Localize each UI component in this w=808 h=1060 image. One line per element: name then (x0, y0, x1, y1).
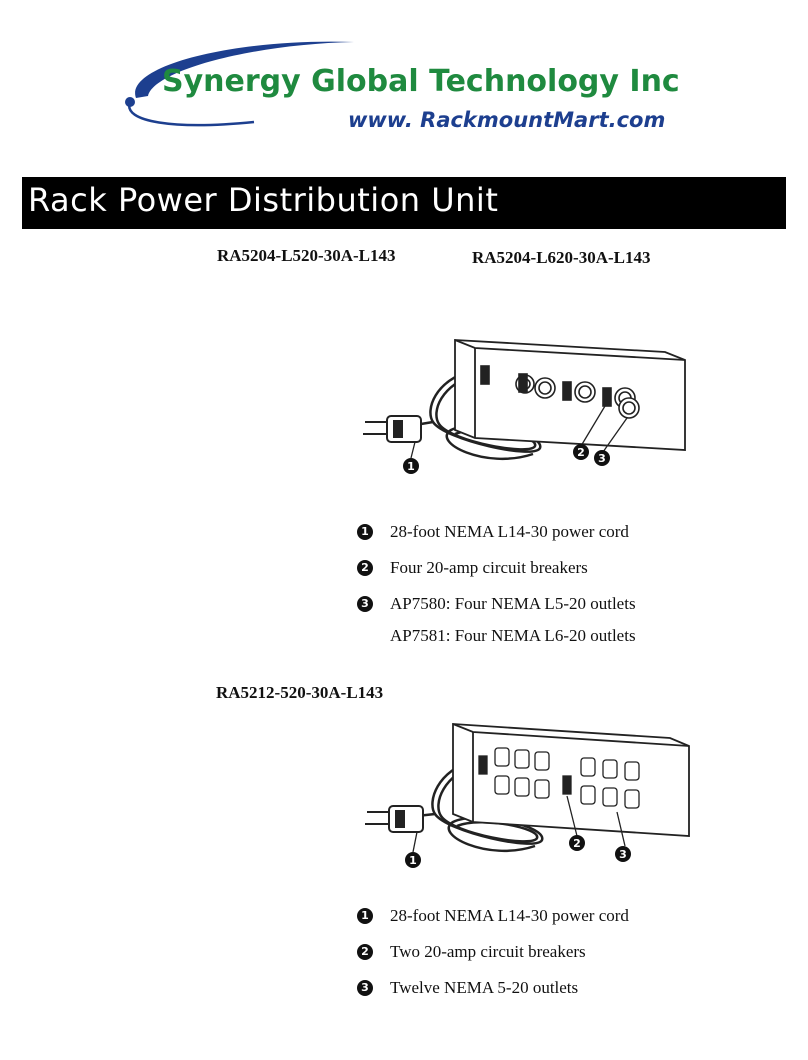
title-bar: Rack Power Distribution Unit (22, 177, 786, 229)
callout-2: 2 (569, 835, 585, 851)
list-item: 3 AP7580: Four NEMA L5-20 outlets (357, 594, 636, 614)
svg-text:3: 3 (598, 452, 606, 465)
feature-text: Four 20-amp circuit breakers (390, 558, 588, 577)
company-logo: Synergy Global Technology Inc www. Rackm… (114, 30, 692, 148)
callout-3: 3 (594, 450, 610, 466)
number-badge: 2 (357, 560, 373, 576)
model-number-1: RA5204-L520-30A-L143 (217, 246, 396, 265)
list-item: 1 28-foot NEMA L14-30 power cord (357, 906, 629, 926)
callout-1: 1 (403, 458, 419, 474)
number-badge: 3 (357, 980, 373, 996)
feature-list-2: 1 28-foot NEMA L14-30 power cord 2 Two 2… (357, 906, 629, 998)
svg-text:1: 1 (409, 854, 417, 867)
number-badge: 3 (357, 596, 373, 612)
company-website: www. RackmountMart.com (348, 108, 666, 132)
list-item: 1 28-foot NEMA L14-30 power cord (357, 522, 636, 542)
svg-text:2: 2 (573, 837, 581, 850)
page-title: Rack Power Distribution Unit (28, 181, 499, 219)
feature-text: AP7580: Four NEMA L5-20 outlets (390, 594, 636, 613)
company-name: Synergy Global Technology Inc (162, 64, 680, 99)
feature-text: Two 20-amp circuit breakers (390, 942, 586, 961)
list-item: AP7581: Four NEMA L6-20 outlets (357, 626, 636, 646)
outlets-and-breakers (480, 365, 640, 419)
callout-1: 1 (405, 852, 421, 868)
model-number-3: RA5212-520-30A-L143 (216, 683, 384, 702)
list-item: 3 Twelve NEMA 5-20 outlets (357, 978, 629, 998)
number-badge: 1 (357, 524, 373, 540)
feature-text: AP7581: Four NEMA L6-20 outlets (390, 626, 636, 645)
logo-swoosh-icon (125, 41, 354, 127)
plug-illustration (363, 415, 422, 443)
svg-text:2: 2 (577, 446, 585, 459)
feature-text: 28-foot NEMA L14-30 power cord (390, 522, 629, 541)
pdu-12-outlet-diagram: 1 2 3 (365, 723, 690, 868)
list-item: 2 Four 20-amp circuit breakers (357, 558, 636, 578)
svg-text:1: 1 (407, 460, 415, 473)
callout-2: 2 (573, 444, 589, 460)
plug-illustration (365, 805, 424, 833)
callout-3: 3 (615, 846, 631, 862)
number-badge: 1 (357, 908, 373, 924)
model-number-2: RA5204-L620-30A-L143 (472, 248, 651, 267)
outlets-and-breakers (478, 747, 640, 809)
svg-text:3: 3 (619, 848, 627, 861)
list-item: 2 Two 20-amp circuit breakers (357, 942, 629, 962)
pdu-4-outlet-diagram: 1 2 3 (363, 339, 686, 474)
feature-text: Twelve NEMA 5-20 outlets (390, 978, 579, 997)
feature-text: 28-foot NEMA L14-30 power cord (390, 906, 629, 925)
number-badge: 2 (357, 944, 373, 960)
feature-list-1: 1 28-foot NEMA L14-30 power cord 2 Four … (357, 522, 636, 646)
